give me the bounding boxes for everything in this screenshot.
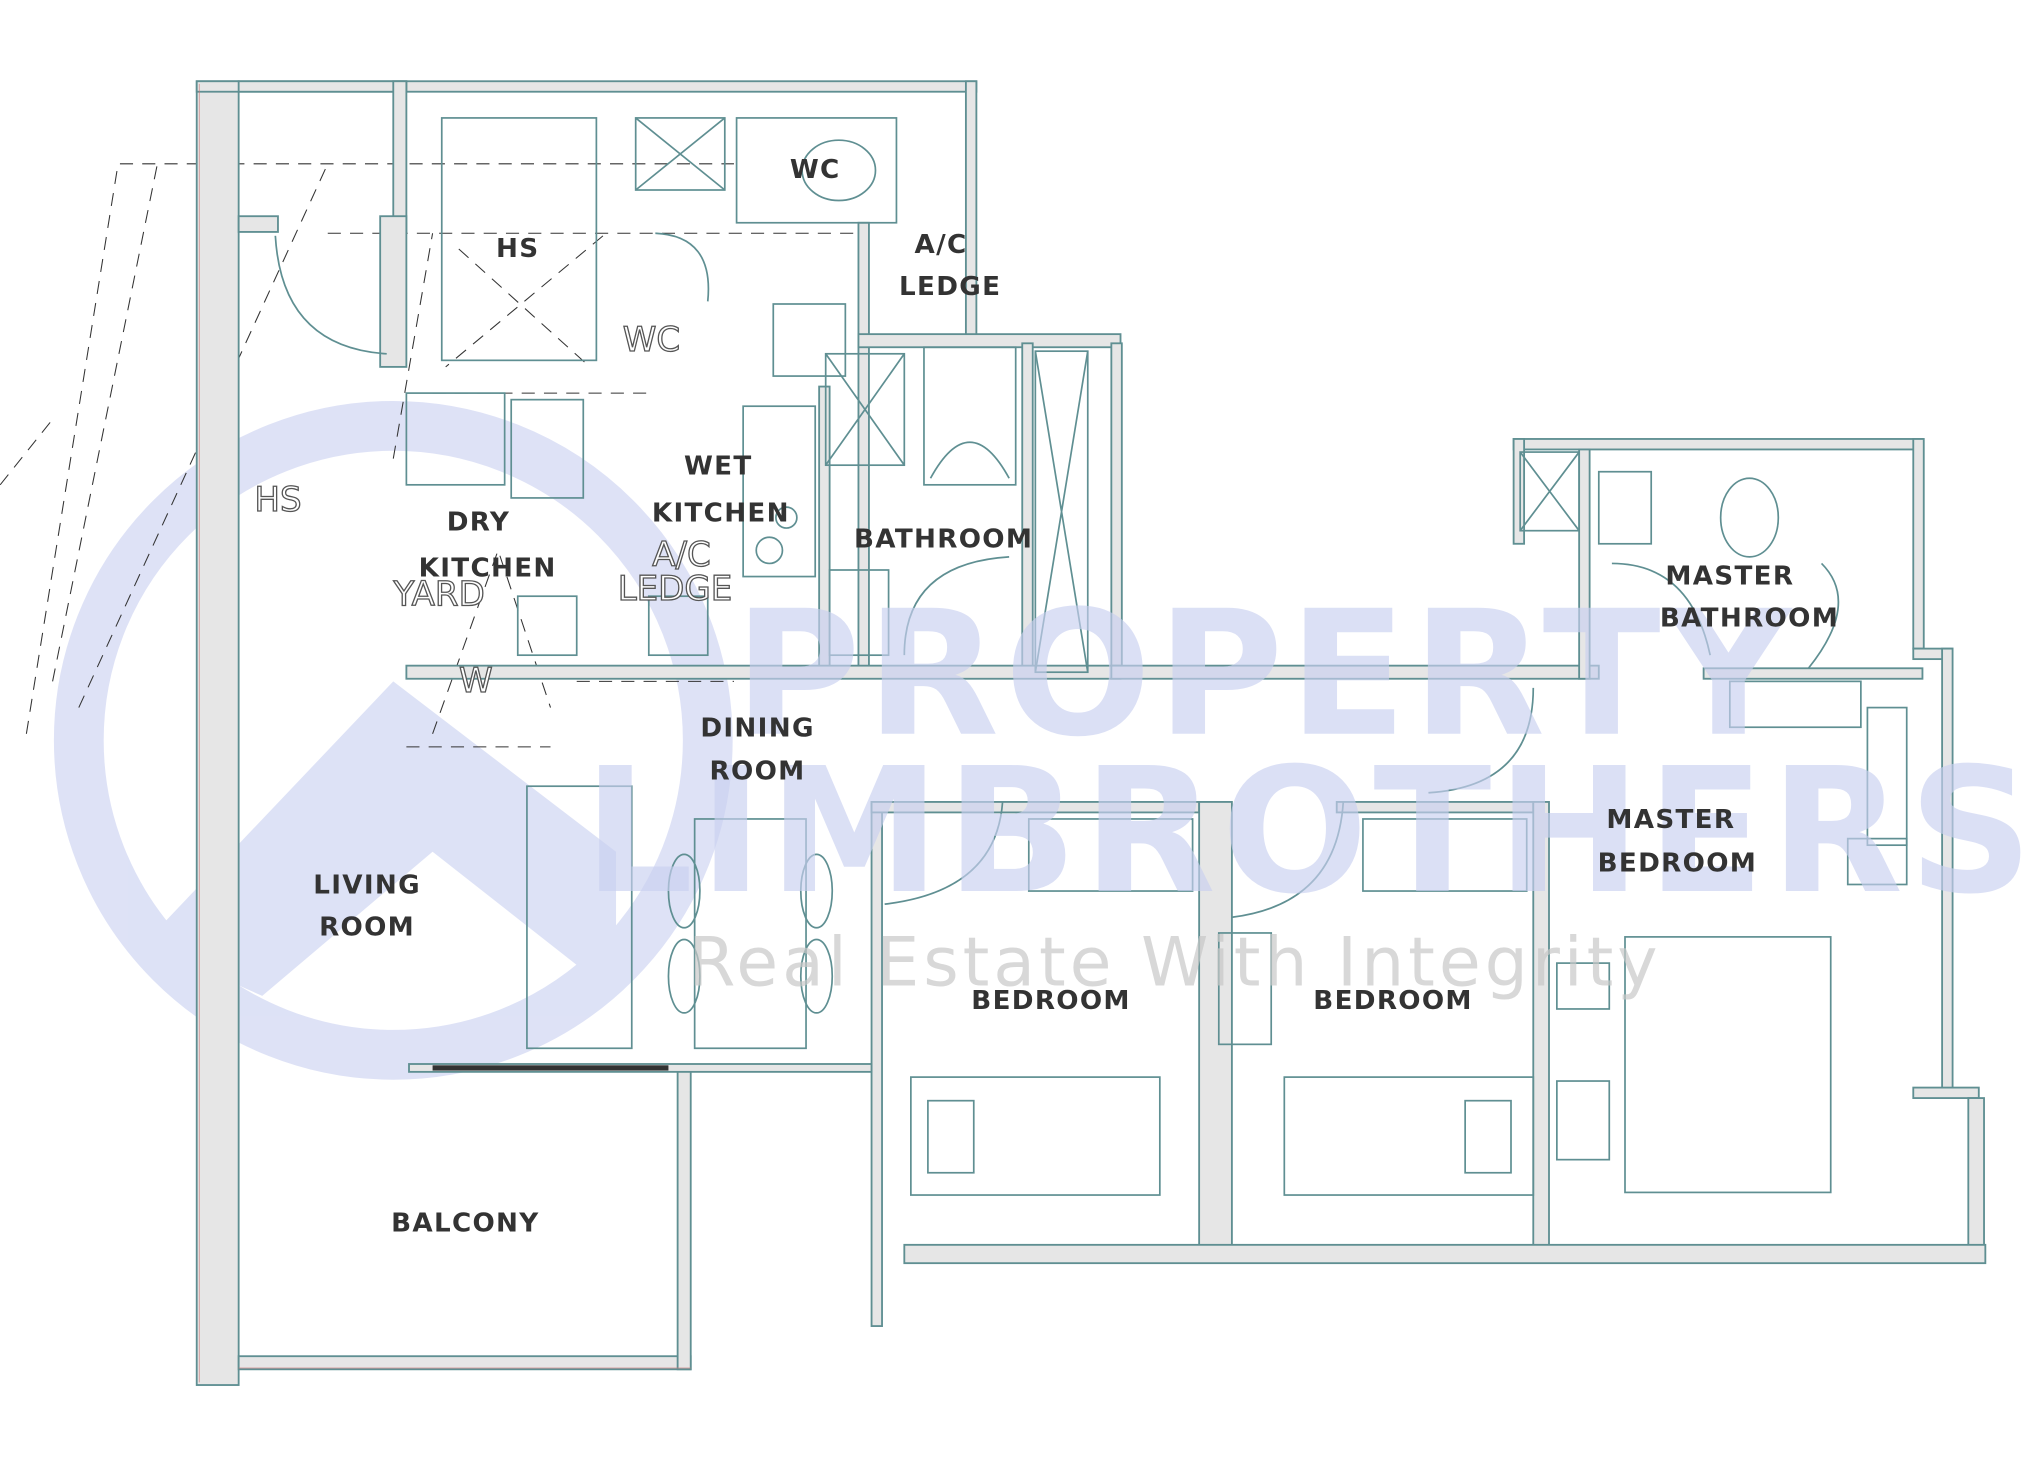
watermark-logo-icon (53, 400, 733, 1080)
label-living-2: ROOM (319, 913, 415, 943)
label-ac-ledge-mid-1: A/C (652, 535, 711, 575)
label-w: W (459, 661, 493, 701)
watermark-line2: LIMBROTHERS (583, 730, 2034, 932)
label-wet-kitchen-1: WET (684, 451, 753, 481)
label-ac-ledge-top-1: A/C (915, 230, 968, 260)
label-balcony: BALCONY (391, 1209, 539, 1239)
label-master-bathroom-2: BATHROOM (1660, 603, 1839, 633)
label-wet-kitchen-2: KITCHEN (652, 499, 790, 529)
label-living-1: LIVING (313, 871, 421, 901)
fixtures (198, 83, 1908, 1383)
label-hs: HS (496, 234, 539, 264)
label-master-bedroom-2: BEDROOM (1598, 848, 1758, 878)
label-master-bedroom-1: MASTER (1606, 805, 1735, 835)
label-bedroom-2: BEDROOM (1313, 986, 1473, 1016)
label-master-bathroom-1: MASTER (1665, 561, 1794, 591)
label-ac-ledge-top-2: LEDGE (899, 272, 1001, 302)
label-dry-kitchen-1: DRY (447, 508, 510, 538)
label-dry-kitchen-2: KITCHEN (419, 554, 557, 584)
label-dining-2: ROOM (710, 757, 806, 787)
watermark-tagline: Real Estate With Integrity (688, 923, 1661, 1002)
watermark-line1: PROPERTY (734, 573, 1796, 775)
label-ac-ledge-mid-2: LEDGE (618, 569, 733, 609)
walls (195, 80, 1987, 1386)
label-bedroom-1: BEDROOM (971, 986, 1131, 1016)
label-ghost-hs: HS (254, 480, 301, 520)
label-ghost-wc: WC (623, 320, 680, 360)
label-bathroom: BATHROOM (854, 525, 1033, 555)
label-dining-1: DINING (700, 713, 814, 743)
label-yard: YARD (392, 574, 484, 614)
room-labels: WC HS A/C LEDGE WC HS DRY KITCHEN YARD W… (254, 155, 1839, 1239)
label-wc: WC (790, 155, 841, 185)
